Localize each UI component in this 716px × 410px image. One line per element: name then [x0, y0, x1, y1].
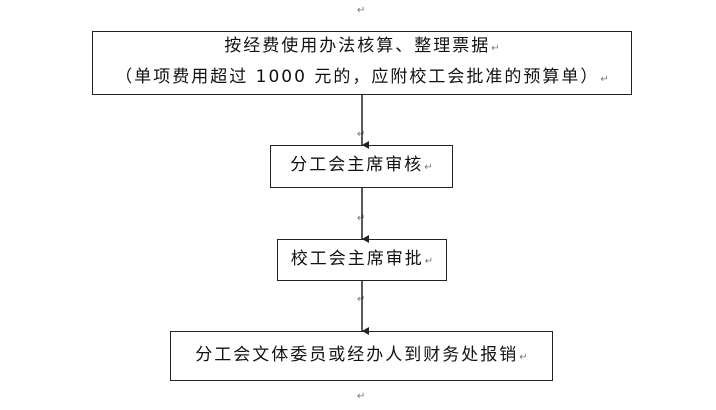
top-paragraph-mark: ↵: [357, 5, 366, 16]
step-1-line-2-mark: ↵: [600, 74, 609, 85]
step-box-school-approve: 校工会主席审批↵: [277, 239, 447, 281]
step-2-text: 分工会主席审核: [290, 155, 424, 175]
gap-1-paragraph-mark: ↵: [357, 129, 366, 140]
step-4-text: 分工会文体委员或经办人到财务处报销: [195, 344, 519, 365]
step-1-line-1: 按经费使用办法核算、整理票据: [224, 36, 491, 56]
step-1-line-2: （单项费用超过 1000 元的，应附校工会批准的预算单）: [115, 67, 600, 87]
step-box-calculate: 按经费使用办法核算、整理票据↵ （单项费用超过 1000 元的，应附校工会批准的…: [92, 31, 632, 95]
step-box-branch-review: 分工会主席审核↵: [270, 145, 453, 188]
step-box-reimburse: 分工会文体委员或经办人到财务处报销↵: [170, 331, 553, 381]
step-3-text: 校工会主席审批: [290, 248, 424, 269]
bottom-paragraph-mark: ↵: [357, 391, 366, 402]
gap-2-paragraph-mark: ↵: [357, 213, 366, 224]
step-3-mark: ↵: [424, 255, 434, 267]
gap-3-paragraph-mark: ↵: [357, 294, 366, 305]
step-2-mark: ↵: [424, 162, 433, 173]
step-1-line-1-mark: ↵: [491, 43, 500, 54]
step-4-mark: ↵: [519, 351, 528, 363]
